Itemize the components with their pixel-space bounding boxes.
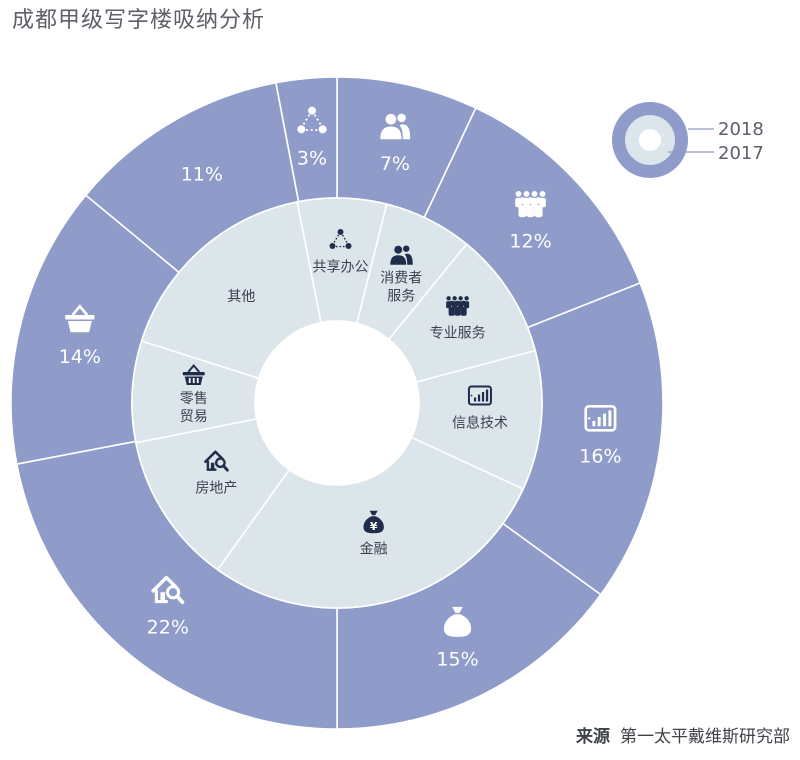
inner-category-label: 金融 [360, 542, 388, 558]
outer-value-label: 3% [297, 148, 327, 170]
source-text: 第一太平戴维斯研究部 [620, 727, 790, 747]
network-icon [329, 229, 352, 250]
consumer-icon [380, 113, 411, 140]
tablet-chart-icon [467, 385, 492, 406]
svg-text:¥: ¥ [370, 520, 378, 533]
tablet-chart-icon [584, 404, 617, 432]
chart-title: 成都甲级写字楼吸纳分析 [12, 8, 266, 33]
house-search-icon [151, 575, 185, 605]
inner-category-label: 消费者服务 [380, 271, 422, 305]
outer-value-label: 14% [59, 346, 101, 368]
basket-icon [182, 363, 205, 385]
legend-hole [639, 129, 661, 151]
outer-value-label: 11% [181, 163, 223, 185]
crowd-icon [446, 296, 470, 316]
outer-value-label: 16% [579, 445, 621, 467]
legend: 2018 2017 [612, 102, 764, 178]
outer-value-label: 15% [436, 649, 478, 671]
inner-category-label: 其他 [227, 289, 255, 305]
legend-label-2018: 2018 [718, 119, 764, 140]
outer-value-label: 7% [380, 153, 410, 175]
inner-category-label: 信息技术 [452, 415, 508, 432]
inner-category-label: 共享办公 [313, 259, 369, 276]
house-search-icon [204, 450, 229, 472]
money-bag-icon: ¥ [443, 606, 472, 637]
consumer-icon [390, 245, 413, 265]
source-label: 来源 [576, 727, 610, 747]
donut-hole [255, 321, 419, 485]
outer-labels: 7% 12% 16% ¥15% 22% 14% 11% 3% [59, 106, 622, 671]
inner-category-label: 房地产 [195, 481, 237, 497]
outer-value-label: 12% [509, 230, 551, 252]
money-bag-icon: ¥ [363, 510, 384, 534]
svg-text:¥: ¥ [452, 620, 463, 637]
source-note: 来源第一太平戴维斯研究部 [576, 722, 790, 747]
network-icon [297, 106, 327, 134]
legend-label-2017: 2017 [718, 143, 764, 164]
inner-category-label: 专业服务 [430, 325, 486, 341]
outer-value-label: 22% [147, 617, 189, 639]
basket-icon [65, 304, 95, 333]
crowd-icon [515, 190, 546, 218]
inner-category-label: 零售贸易 [180, 391, 208, 425]
